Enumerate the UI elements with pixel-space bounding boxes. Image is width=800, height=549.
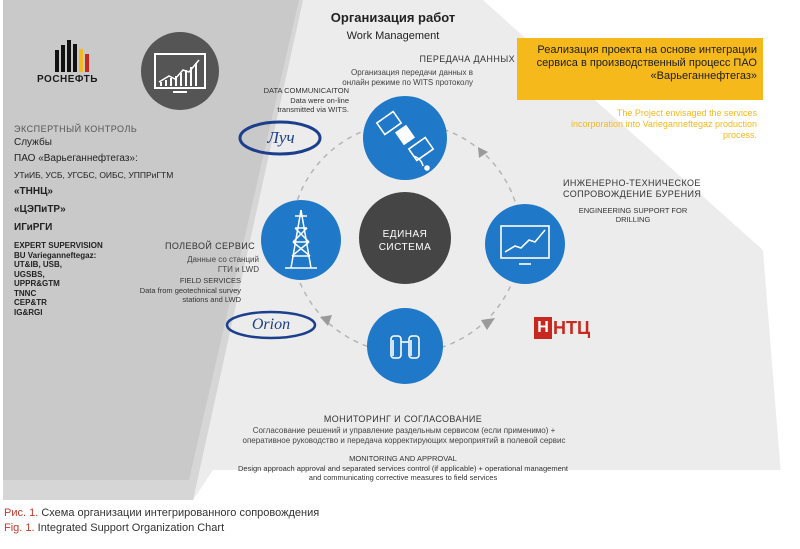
drilling-rig-icon <box>285 209 317 269</box>
node-data-en-body: Data were on-line transmitted via WITS. <box>277 96 349 114</box>
expert-en-line: IG&RGI <box>14 307 43 317</box>
center-label-line1: ЕДИНАЯ <box>382 229 428 240</box>
chart-monitor-icon <box>500 225 550 265</box>
node-field-body: Данные со станций ГТИ и LWD <box>187 255 259 274</box>
project-banner <box>517 38 763 100</box>
node-data-body: Организация передачи данных в онлайн реж… <box>342 68 473 87</box>
center-label: ЕДИНАЯ СИСТЕМА <box>365 228 445 254</box>
diagram-title-en: Work Management <box>346 30 440 42</box>
caption-ru-number: Рис. 1. <box>4 507 39 519</box>
diagram-frame: РОСНЕФТЬ Организация работ Work Manageme… <box>3 0 797 501</box>
node-monitoring-body: Согласование решений и управление раздел… <box>242 426 566 445</box>
rosneft-logo-icon <box>55 40 89 72</box>
binoculars-icon <box>390 335 420 359</box>
center-label-line2: СИСТЕМА <box>378 242 432 253</box>
services-label: Службы <box>14 137 52 148</box>
diagram-background <box>3 0 797 501</box>
node-monitoring-en-heading: MONITORING AND APPROVAL <box>349 454 457 463</box>
arrow-head-3 <box>320 315 332 326</box>
expert-en-line: EXPERT SUPERVISION <box>14 241 103 250</box>
expert-en-block: EXPERT SUPERVISION BU Varieganneftegaz: … <box>14 241 199 317</box>
project-banner-text: Реализация проекта на основе интеграции … <box>536 44 757 82</box>
right-white-panel <box>483 0 797 501</box>
satellite-icon <box>375 110 435 171</box>
igirgi-label: ИГиРГИ <box>14 222 53 233</box>
expert-control-heading: ЭКСПЕРТНЫЙ КОНТРОЛЬ <box>14 124 138 134</box>
caption-ru: Рис. 1. Схема организации интегрированно… <box>4 506 794 521</box>
node-data-en-heading: DATA COMMUNICAITON <box>263 86 349 95</box>
tnnc-label: «ТННЦ» <box>14 186 53 197</box>
company-label: ПАО «Варьеганнефтегаз»: <box>14 153 138 164</box>
node-data-heading: ПЕРЕДАЧА ДАННЫХ <box>419 54 515 64</box>
node-field-circle <box>261 200 341 280</box>
expert-en-line: TNNC <box>14 288 37 298</box>
expert-en-line: UT&IB, USB, <box>14 260 62 269</box>
left-grey-panel <box>3 0 303 500</box>
monitor-icon-bg <box>141 32 219 110</box>
luch-logo-text: Луч <box>267 128 295 147</box>
orion-logo <box>225 310 317 340</box>
panel-edge <box>3 0 303 500</box>
caption-en-text: Integrated Support Organization Chart <box>34 522 225 534</box>
ntc-logo-text: НТЦ <box>553 318 591 338</box>
expert-en-line: BU Varieganneftegaz: <box>14 250 97 260</box>
caption-en-number: Fig. 1. <box>4 522 35 534</box>
node-monitoring-en-body: Design approach approval and separated s… <box>238 464 568 482</box>
node-engineering-heading: ИНЖЕНЕРНО-ТЕХНИЧЕСКОЕ СОПРОВОЖДЕНИЕ БУРЕ… <box>563 178 702 199</box>
ntc-logo-box <box>534 317 552 339</box>
monitor-icon <box>154 53 206 89</box>
company-units: УТиИБ, УСБ, УГСБС, ОИБС, УППРиГТМ <box>14 170 174 180</box>
caption-ru-text: Схема организации интегрированного сопро… <box>38 507 320 519</box>
expert-en-line: CEP&TR <box>14 298 47 307</box>
project-banner-en: The Project envisaged the services incor… <box>571 108 757 140</box>
arrow-head-1 <box>478 147 488 158</box>
node-field-en-body: Data from geotechnical survey stations a… <box>139 286 241 304</box>
arrow-head-2 <box>481 318 495 330</box>
figure-caption: Рис. 1. Схема организации интегрированно… <box>4 506 794 536</box>
node-monitoring-circle <box>367 308 443 384</box>
expert-control-block: ЭКСПЕРТНЫЙ КОНТРОЛЬ Службы ПАО «Варьеган… <box>14 124 199 317</box>
expert-en-line: UGSBS, <box>14 269 45 279</box>
center-circle <box>359 192 451 284</box>
node-field-en-heading: FIELD SERVICES <box>179 276 241 285</box>
orion-logo-text: Orion <box>251 316 291 333</box>
ntc-logo-h: Н <box>537 319 549 336</box>
node-engineering-en: ENGINEERING SUPPORT FOR DRILLING <box>578 206 688 224</box>
rosneft-logo-text: РОСНЕФТЬ <box>37 74 98 85</box>
node-field-heading: ПОЛЕВОЙ СЕРВИС <box>164 241 255 251</box>
caption-en: Fig. 1. Integrated Support Organization … <box>4 521 794 536</box>
node-monitoring-heading: МОНИТОРИНГ И СОГЛАСОВАНИЕ <box>323 414 483 424</box>
expert-en-line: UPPR&GTM <box>14 279 60 288</box>
luch-logo <box>238 120 322 156</box>
diagram-title: Организация работ <box>330 10 456 25</box>
cepitr-label: «ЦЭПиТР» <box>14 204 66 215</box>
